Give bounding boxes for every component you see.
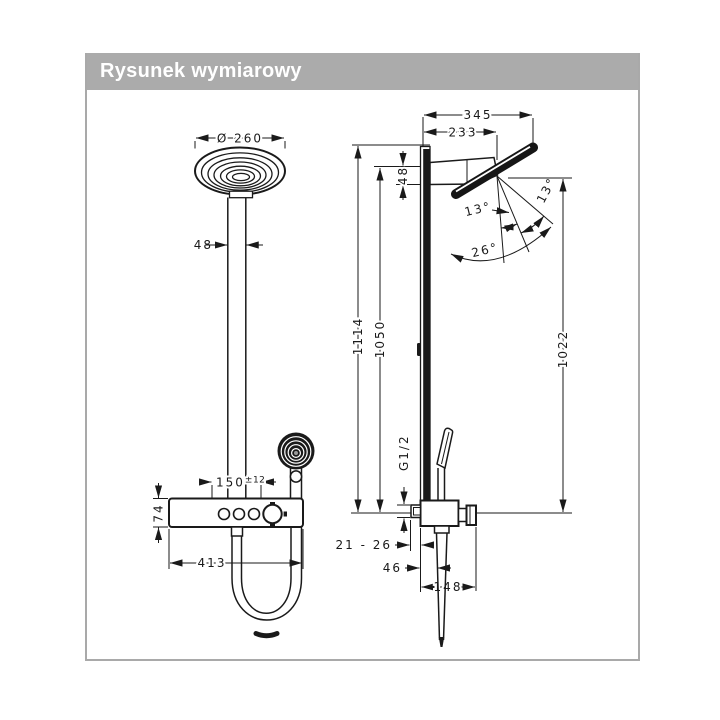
- dim-arm-length: 233: [424, 124, 498, 160]
- section-title: Rysunek wymiarowy: [100, 60, 302, 82]
- dim-hand-shower-offset: 150±12: [199, 474, 276, 503]
- dim-label-hose-offset: 46: [383, 561, 402, 575]
- dim-mixer-depth: 148: [421, 527, 477, 596]
- dim-label-tilt-down: 13°: [463, 199, 493, 219]
- thermostat-bar-front: [168, 497, 304, 528]
- dim-label-wall-distance: 21 - 26: [336, 538, 393, 552]
- select-button-2: [232, 507, 246, 521]
- dim-label-mixer-width: 413: [198, 556, 227, 570]
- dim-label-total-height: 1114: [351, 317, 365, 356]
- dim-connection-thread: G1/2: [395, 432, 413, 533]
- shower-hose-front: [230, 526, 303, 639]
- front-view: Ø 260 48: [150, 130, 315, 639]
- dim-pipe-height: 1050: [371, 168, 389, 512]
- dim-label-arm-drop: 48: [396, 166, 410, 185]
- shower-hose-side: [433, 525, 450, 647]
- dim-pipe-width: 48: [194, 238, 263, 252]
- section-header: Rysunek wymiarowy: [87, 53, 638, 90]
- dim-wall-distance: 21 - 26: [334, 520, 434, 592]
- dim-label-hand-shower-offset: 150±12: [216, 476, 265, 490]
- dim-arm-drop: 48: [374, 151, 420, 200]
- dim-label-pipe-height: 1050: [373, 320, 387, 359]
- dim-head-diameter: Ø 260: [194, 130, 286, 149]
- thermostat-box-side: [410, 499, 477, 527]
- select-button-1: [217, 507, 231, 521]
- dim-label-mixer-height: 74: [152, 503, 166, 522]
- dim-label-head-diameter: Ø 260: [217, 132, 263, 146]
- knob-side: [465, 504, 477, 526]
- dim-label-arm-length: 233: [449, 126, 478, 140]
- select-button-3: [247, 507, 261, 521]
- dim-mixer-width: 413: [168, 529, 304, 572]
- panel-border-left: [85, 53, 87, 661]
- dim-label-connection-thread: G1/2: [397, 434, 411, 471]
- hand-shower-side: [436, 427, 454, 500]
- thermostat-knob: [262, 502, 287, 526]
- dim-pivot-height: 1022: [508, 177, 572, 512]
- supply-connector: [410, 504, 422, 519]
- hand-shower-front: [277, 432, 315, 499]
- shower-pipe-front: [227, 197, 247, 499]
- dim-mixer-height: 74: [150, 483, 168, 543]
- panel-border-right: [638, 53, 640, 661]
- dim-hose-offset: 46: [381, 559, 451, 577]
- dim-label-pivot-height: 1022: [556, 330, 570, 369]
- hand-shower-holder: [289, 470, 303, 483]
- overhead-shower-side: [451, 142, 538, 199]
- dim-label-tilt-up: 13°: [534, 175, 559, 206]
- side-view: 13° 13° 26° 345 233: [334, 106, 572, 647]
- panel-border-bottom: [85, 659, 640, 661]
- dim-head-depth: 345: [422, 106, 534, 146]
- shower-pipe-side: [417, 145, 431, 504]
- dim-total-height: 1114: [349, 144, 430, 512]
- overhead-shower-front: [194, 146, 286, 199]
- dim-label-mixer-depth: 148: [434, 580, 463, 594]
- dim-label-head-depth: 345: [464, 108, 493, 122]
- hose-holder-side: [417, 343, 421, 356]
- dim-label-tilt-range: 26°: [470, 240, 500, 260]
- dim-label-pipe-width: 48: [194, 238, 213, 252]
